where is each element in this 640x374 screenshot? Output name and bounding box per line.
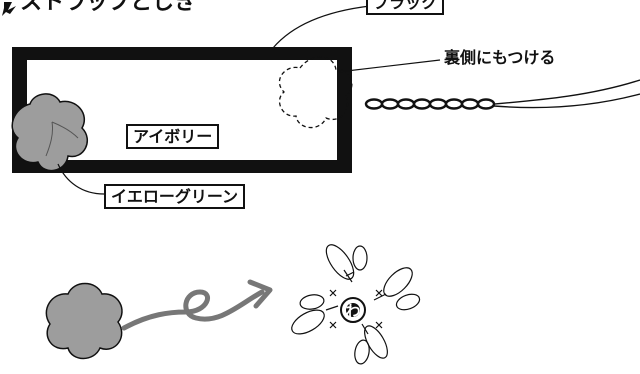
back-attach-leader-line — [337, 59, 441, 73]
motif-petal-top — [325, 244, 368, 283]
label-back-attach: 裏側にもつける — [444, 48, 556, 67]
motif-petal-right — [373, 267, 421, 311]
crochet-motif-chart — [291, 244, 421, 365]
label-black: ブラック — [366, 0, 445, 15]
chain-stitches — [364, 98, 496, 110]
motif-center-ring — [340, 297, 366, 323]
motif-petal-left — [291, 294, 339, 335]
page-title: ストラップとしき — [20, 0, 197, 15]
bottom-flower-icon — [45, 282, 123, 360]
curl-arrow-icon — [121, 279, 273, 331]
strap-cord — [493, 79, 640, 105]
black-leader-line — [272, 5, 371, 49]
motif-center-char: わ — [345, 302, 360, 320]
label-ivory: アイボリー — [126, 124, 220, 149]
back-flower-dashed — [278, 56, 353, 129]
motif-start-dot — [346, 303, 360, 317]
title-mark-icon — [2, 2, 16, 16]
yellow-green-leader-line — [57, 163, 105, 195]
yellow-green-flower-icon — [11, 93, 88, 172]
motif-petal-bottom — [354, 323, 388, 365]
label-yellow-green: イエローグリーン — [104, 184, 246, 209]
